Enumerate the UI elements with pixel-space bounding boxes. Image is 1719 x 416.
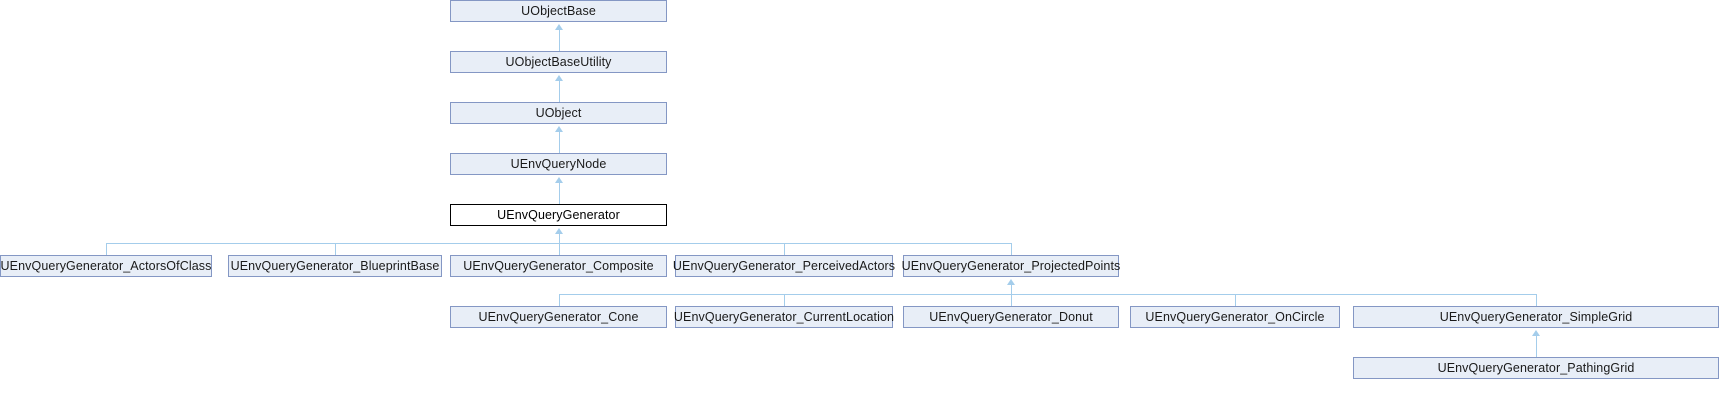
inheritance-edge xyxy=(559,294,1536,295)
inheritance-edge xyxy=(559,294,560,306)
class-node-label: UEnvQueryNode xyxy=(510,156,607,171)
inheritance-edge xyxy=(559,28,560,51)
class-node-uenvquerygenerator[interactable]: UEnvQueryGenerator xyxy=(450,204,667,226)
class-node-uenvquerygenerator-perceivedactors[interactable]: UEnvQueryGenerator_PerceivedActors xyxy=(673,255,895,277)
inheritance-arrowhead xyxy=(555,228,563,234)
class-node-uenvquerygenerator-actorsofclass[interactable]: UEnvQueryGenerator_ActorsOfClass xyxy=(0,255,212,277)
class-node-uenvquerygenerator-currentlocation[interactable]: UEnvQueryGenerator_CurrentLocation xyxy=(674,306,894,328)
inheritance-arrowhead xyxy=(555,24,563,30)
inheritance-edge xyxy=(1536,294,1537,306)
inheritance-edge xyxy=(784,294,785,306)
class-node-uobjectbaseutility[interactable]: UObjectBaseUtility xyxy=(450,51,667,73)
class-node-label: UEnvQueryGenerator_CurrentLocation xyxy=(673,309,895,324)
class-node-label: UObject xyxy=(535,105,582,120)
inheritance-edge xyxy=(559,130,560,153)
inheritance-arrowhead xyxy=(1007,279,1015,285)
class-node-label: UEnvQueryGenerator_Cone xyxy=(478,309,639,324)
inheritance-arrowhead xyxy=(555,177,563,183)
class-node-label: UEnvQueryGenerator_ProjectedPoints xyxy=(901,258,1121,273)
class-node-label: UEnvQueryGenerator_ActorsOfClass xyxy=(0,258,212,273)
inheritance-edge xyxy=(1011,243,1012,255)
class-node-uenvquerygenerator-composite[interactable]: UEnvQueryGenerator_Composite xyxy=(450,255,667,277)
inheritance-arrowhead xyxy=(555,126,563,132)
inheritance-edge xyxy=(1011,294,1012,306)
class-node-uenvquerygenerator-cone[interactable]: UEnvQueryGenerator_Cone xyxy=(450,306,667,328)
inheritance-edge xyxy=(559,243,560,255)
class-node-label: UObjectBase xyxy=(521,3,596,18)
class-node-label: UEnvQueryGenerator_PerceivedActors xyxy=(672,258,896,273)
class-node-uenvquerygenerator-simplegrid[interactable]: UEnvQueryGenerator_SimpleGrid xyxy=(1353,306,1719,328)
class-node-label: UEnvQueryGenerator_OnCircle xyxy=(1145,309,1325,324)
class-node-uenvquerygenerator-oncircle[interactable]: UEnvQueryGenerator_OnCircle xyxy=(1130,306,1340,328)
inheritance-arrowhead xyxy=(1532,330,1540,336)
inheritance-edge xyxy=(1235,294,1236,306)
inheritance-arrowhead xyxy=(555,75,563,81)
class-node-label: UEnvQueryGenerator_PathingGrid xyxy=(1437,360,1635,375)
class-node-uenvquerygenerator-blueprintbase[interactable]: UEnvQueryGenerator_BlueprintBase xyxy=(228,255,442,277)
inheritance-edge xyxy=(784,243,785,255)
inheritance-edge xyxy=(559,232,560,243)
inheritance-edge xyxy=(1011,283,1012,294)
class-node-label: UEnvQueryGenerator_Composite xyxy=(463,258,654,273)
class-node-label: UObjectBaseUtility xyxy=(505,54,612,69)
inheritance-edge xyxy=(1536,334,1537,357)
class-node-uenvquerygenerator-donut[interactable]: UEnvQueryGenerator_Donut xyxy=(903,306,1119,328)
class-node-label: UEnvQueryGenerator_Donut xyxy=(929,309,1093,324)
class-node-label: UEnvQueryGenerator_SimpleGrid xyxy=(1439,309,1633,324)
inheritance-edge xyxy=(559,79,560,102)
class-node-uobject[interactable]: UObject xyxy=(450,102,667,124)
class-node-uobjectbase[interactable]: UObjectBase xyxy=(450,0,667,22)
class-node-uenvquerygenerator-pathinggrid[interactable]: UEnvQueryGenerator_PathingGrid xyxy=(1353,357,1719,379)
class-node-uenvquerynode[interactable]: UEnvQueryNode xyxy=(450,153,667,175)
inheritance-edge xyxy=(106,243,1011,244)
class-node-label: UEnvQueryGenerator xyxy=(497,207,620,222)
inheritance-edge xyxy=(335,243,336,255)
inheritance-edge xyxy=(106,243,107,255)
class-node-label: UEnvQueryGenerator_BlueprintBase xyxy=(230,258,440,273)
inheritance-edge xyxy=(559,181,560,204)
class-node-uenvquerygenerator-projectedpoints[interactable]: UEnvQueryGenerator_ProjectedPoints xyxy=(902,255,1120,277)
